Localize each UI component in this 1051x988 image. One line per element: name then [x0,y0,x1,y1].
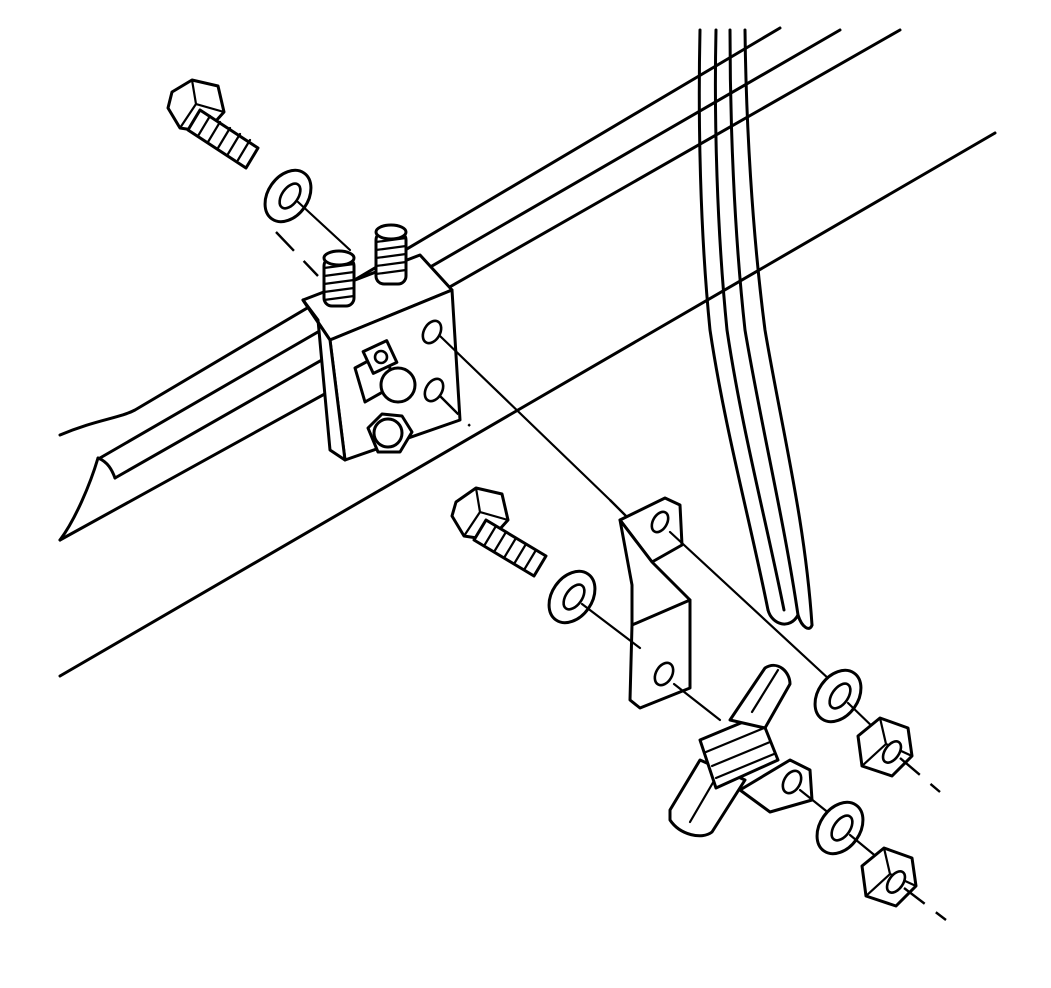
brake-hose-outer-left [697,28,770,612]
hose-fitting-upper-tube [728,663,792,730]
mounting-bracket [301,253,462,462]
axis-lower-nut [672,682,722,722]
axis-bracket-upper-dash [609,499,641,531]
hose-bracket-hole-lower [653,661,675,687]
hose-fitting [668,663,814,838]
axis-lower-right [848,833,880,860]
brake-line-3 [96,456,117,480]
stud-right [374,223,408,286]
bracket-side-face [301,298,347,462]
axis-upper-bolt [296,200,352,252]
washer-lower-right [815,800,865,856]
brake-hose [697,28,814,630]
hose-fitting-tab-hole [781,769,803,795]
brake-line-2 [113,28,902,480]
bolt-upper [166,78,260,170]
washer-middle [547,569,597,625]
frame-rail-lower-edge [58,131,997,678]
brake-hose-end [766,608,814,630]
axis-upper-nut [668,530,832,682]
stud-left [322,249,356,308]
axis-lower-right-dash [903,887,947,921]
washer-upper-right [813,668,863,724]
hose-bracket-lower [628,598,692,710]
axis-middle-bolt [580,602,642,650]
hose-bracket-hole-upper [650,510,670,534]
bolt-middle [450,486,548,578]
frame-rail [58,26,997,678]
axis-bracket-lower-dash [439,395,471,427]
nut-lower-right [860,846,918,908]
washer-upper [263,168,313,224]
line-clip-hole [373,349,389,365]
axis-upper-right-dash [899,757,941,793]
frame-rail-inner-edge [58,378,352,542]
bracket-bolt-upper-head [379,366,417,404]
bracket-hole-lower [423,377,445,403]
hose-bracket [618,496,692,710]
frame-rail-top-edge [58,26,782,437]
axis-bracket-upper [438,334,612,502]
brake-hose-inner-right [728,28,800,617]
brake-hose-outer-right [743,28,814,627]
nut-upper-right [856,716,914,778]
bracket-bolt-lower [366,412,414,454]
axis-upper-bolt-dash [275,231,319,277]
axis-lower-washer [798,788,832,816]
frame-rail-upper-line [58,456,100,542]
brake-hose-inner-left [713,28,786,612]
